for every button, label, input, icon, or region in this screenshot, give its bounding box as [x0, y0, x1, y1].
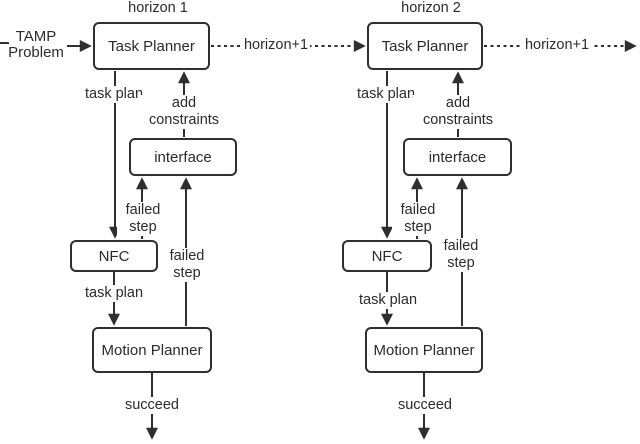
add-constraints-label-2: add constraints [413, 95, 503, 129]
failed-step-outer-label-1: failed step [161, 248, 213, 282]
task-plan-lower-label-1: task plan [82, 285, 146, 302]
nfc-box-2: NFC [342, 240, 432, 272]
horizon1-title: horizon 1 [126, 0, 190, 17]
add-constraints-label-1: add constraints [139, 95, 229, 129]
motion-planner-box-1: Motion Planner [92, 327, 212, 373]
next-horizon-label-2: horizon+1 [522, 37, 592, 54]
tamp-problem-label: TAMP Problem [8, 28, 64, 61]
task-plan-upper-label-1: task plan [82, 86, 146, 103]
next-horizon-label-1: horizon+1 [241, 37, 311, 54]
succeed-label-2: succeed [395, 397, 455, 414]
interface-box-1: interface [129, 138, 237, 176]
failed-step-inner-label-2: failed step [392, 202, 444, 236]
motion-planner-box-2: Motion Planner [365, 327, 483, 373]
task-planner-box-2: Task Planner [367, 22, 483, 70]
task-plan-upper-label-2: task plan [354, 86, 418, 103]
task-planner-box-1: Task Planner [93, 22, 210, 70]
interface-box-2: interface [403, 138, 512, 176]
failed-step-outer-label-2: failed step [435, 238, 487, 272]
horizon2-title: horizon 2 [399, 0, 463, 17]
failed-step-inner-label-1: failed step [117, 202, 169, 236]
nfc-box-1: NFC [70, 240, 158, 272]
succeed-label-1: succeed [122, 397, 182, 414]
task-plan-lower-label-2: task plan [356, 292, 420, 309]
